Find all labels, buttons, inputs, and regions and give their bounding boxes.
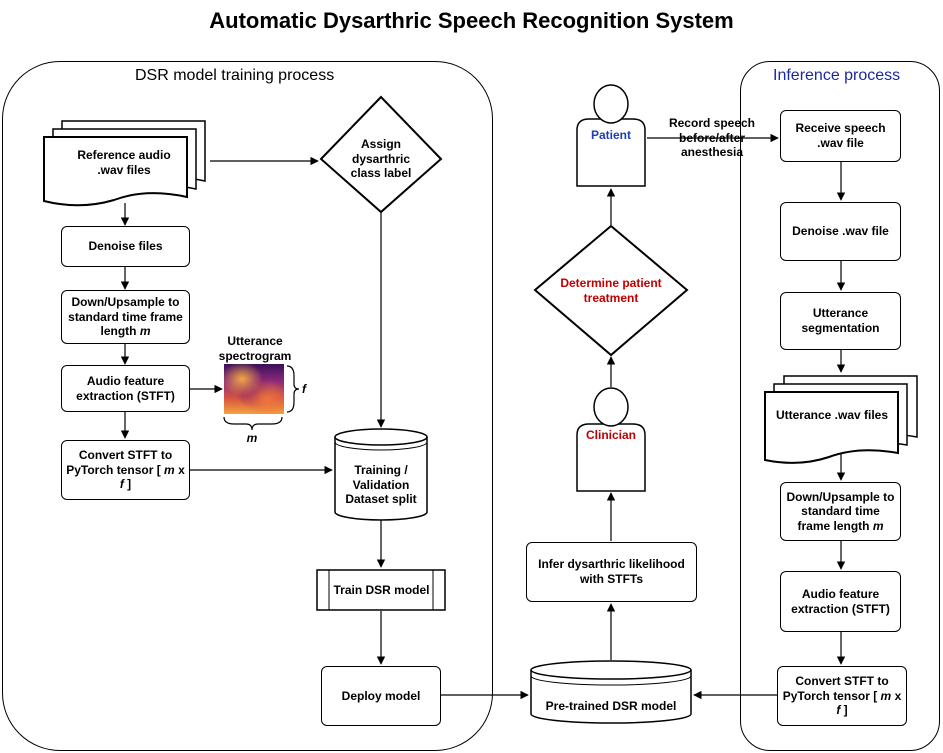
train-model-label: Train DSR model xyxy=(333,582,430,597)
clinician-label: Clinician xyxy=(585,427,636,442)
patient-figure xyxy=(576,84,646,187)
clinician-figure xyxy=(576,387,646,492)
spectrogram-m-brace xyxy=(223,416,283,431)
diagram-title: Automatic Dysarthric Speech Recognition … xyxy=(209,8,734,33)
train-model-shape xyxy=(316,569,446,611)
denoise-files-box: Denoise files xyxy=(61,226,190,267)
infer-likelihood-box: Infer dysarthric likelihood with STFTs xyxy=(526,542,697,602)
inference-convert-text: Convert STFT to PyTorch tensor [ xyxy=(782,674,889,703)
treatment-label: Determine patient treatment xyxy=(560,276,662,305)
receive-speech-box: Receive speech .wav file xyxy=(780,110,901,162)
inference-convert-close: ] xyxy=(843,703,848,718)
training-region-title: DSR model training process xyxy=(135,67,335,84)
convert-f: f xyxy=(119,477,124,492)
inference-resample-var: m xyxy=(872,518,884,533)
inference-convert-box: Convert STFT to PyTorch tensor [ m x f ] xyxy=(777,666,907,726)
convert-close: ] xyxy=(127,477,132,492)
utterance-files-label: Utterance .wav files xyxy=(775,407,889,422)
inference-resample-box: Down/Upsample to standard time frame len… xyxy=(780,482,901,541)
spectrogram-m-label: m xyxy=(246,430,258,445)
pretrained-model-label: Pre-trained DSR model xyxy=(545,698,677,713)
inference-region-title: Inference process xyxy=(773,67,901,84)
inference-convert-m: m xyxy=(880,688,892,703)
spectrogram-f-label: f xyxy=(302,381,306,396)
convert-m: m xyxy=(164,462,175,477)
inference-convert-f: f xyxy=(836,703,841,718)
deploy-model-box: Deploy model xyxy=(321,666,441,726)
record-speech-label: Record speech before/after anesthesia xyxy=(668,116,756,160)
inference-convert-x: x xyxy=(894,688,902,703)
denoise-wav-box: Denoise .wav file xyxy=(780,202,901,261)
spectrogram-image xyxy=(224,364,284,414)
spectrogram-f-brace xyxy=(286,365,300,413)
convert-tensor-box: Convert STFT to PyTorch tensor [ m x f ] xyxy=(61,440,190,500)
inference-feature-box: Audio feature extraction (STFT) xyxy=(780,571,901,632)
utterance-files-shape xyxy=(764,375,918,464)
utterance-segmentation-box: Utterance segmentation xyxy=(780,292,901,350)
reference-files-label: Reference audio .wav files xyxy=(77,148,171,177)
convert-x: x xyxy=(178,462,185,477)
patient-label: Patient xyxy=(590,127,631,142)
dataset-cylinder xyxy=(334,428,428,521)
treatment-diamond xyxy=(533,224,689,357)
feature-extraction-box: Audio feature extraction (STFT) xyxy=(61,365,190,412)
resample-text: Down/Upsample to standard time frame len… xyxy=(68,295,183,339)
resample-var: m xyxy=(139,324,151,339)
convert-text: Convert STFT to PyTorch tensor [ xyxy=(66,448,173,477)
spectrogram-label: Utterance spectrogram xyxy=(218,334,292,363)
assign-label-text: Assign dysarthric class label xyxy=(350,137,412,181)
resample-box: Down/Upsample to standard time frame len… xyxy=(61,290,190,344)
dataset-split-label: Training / Validation Dataset split xyxy=(345,463,417,507)
pretrained-cylinder xyxy=(530,660,692,724)
reference-files-shape xyxy=(43,120,206,207)
inference-resample-text: Down/Upsample to standard time frame len… xyxy=(786,489,895,533)
